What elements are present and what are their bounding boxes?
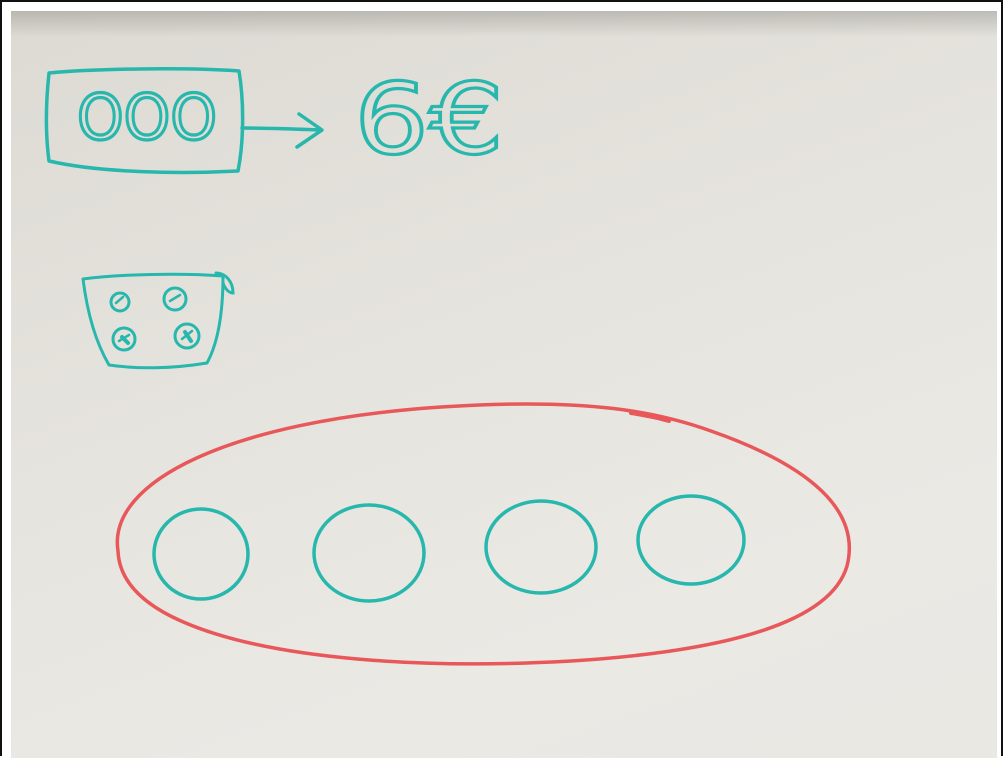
price-box-outline [44, 67, 245, 175]
price-box: OOO [44, 67, 245, 175]
board-top-shadow [11, 11, 997, 37]
whiteboard-drawing: OOO 6€ [44, 61, 852, 666]
coin-circle [484, 499, 598, 595]
whiteboard: OOO 6€ [11, 11, 997, 758]
price-box-text: OOO [77, 81, 217, 154]
coin-bag-icon [81, 271, 235, 370]
price-text: 6€ [354, 63, 504, 177]
arrow-icon [240, 112, 324, 149]
coin-circle [152, 507, 250, 601]
coin-circle [636, 494, 746, 586]
coin-circles [152, 494, 746, 603]
coin-circle [312, 503, 426, 603]
red-ellipse [115, 402, 852, 666]
red-ellipse-overlap [629, 411, 671, 423]
